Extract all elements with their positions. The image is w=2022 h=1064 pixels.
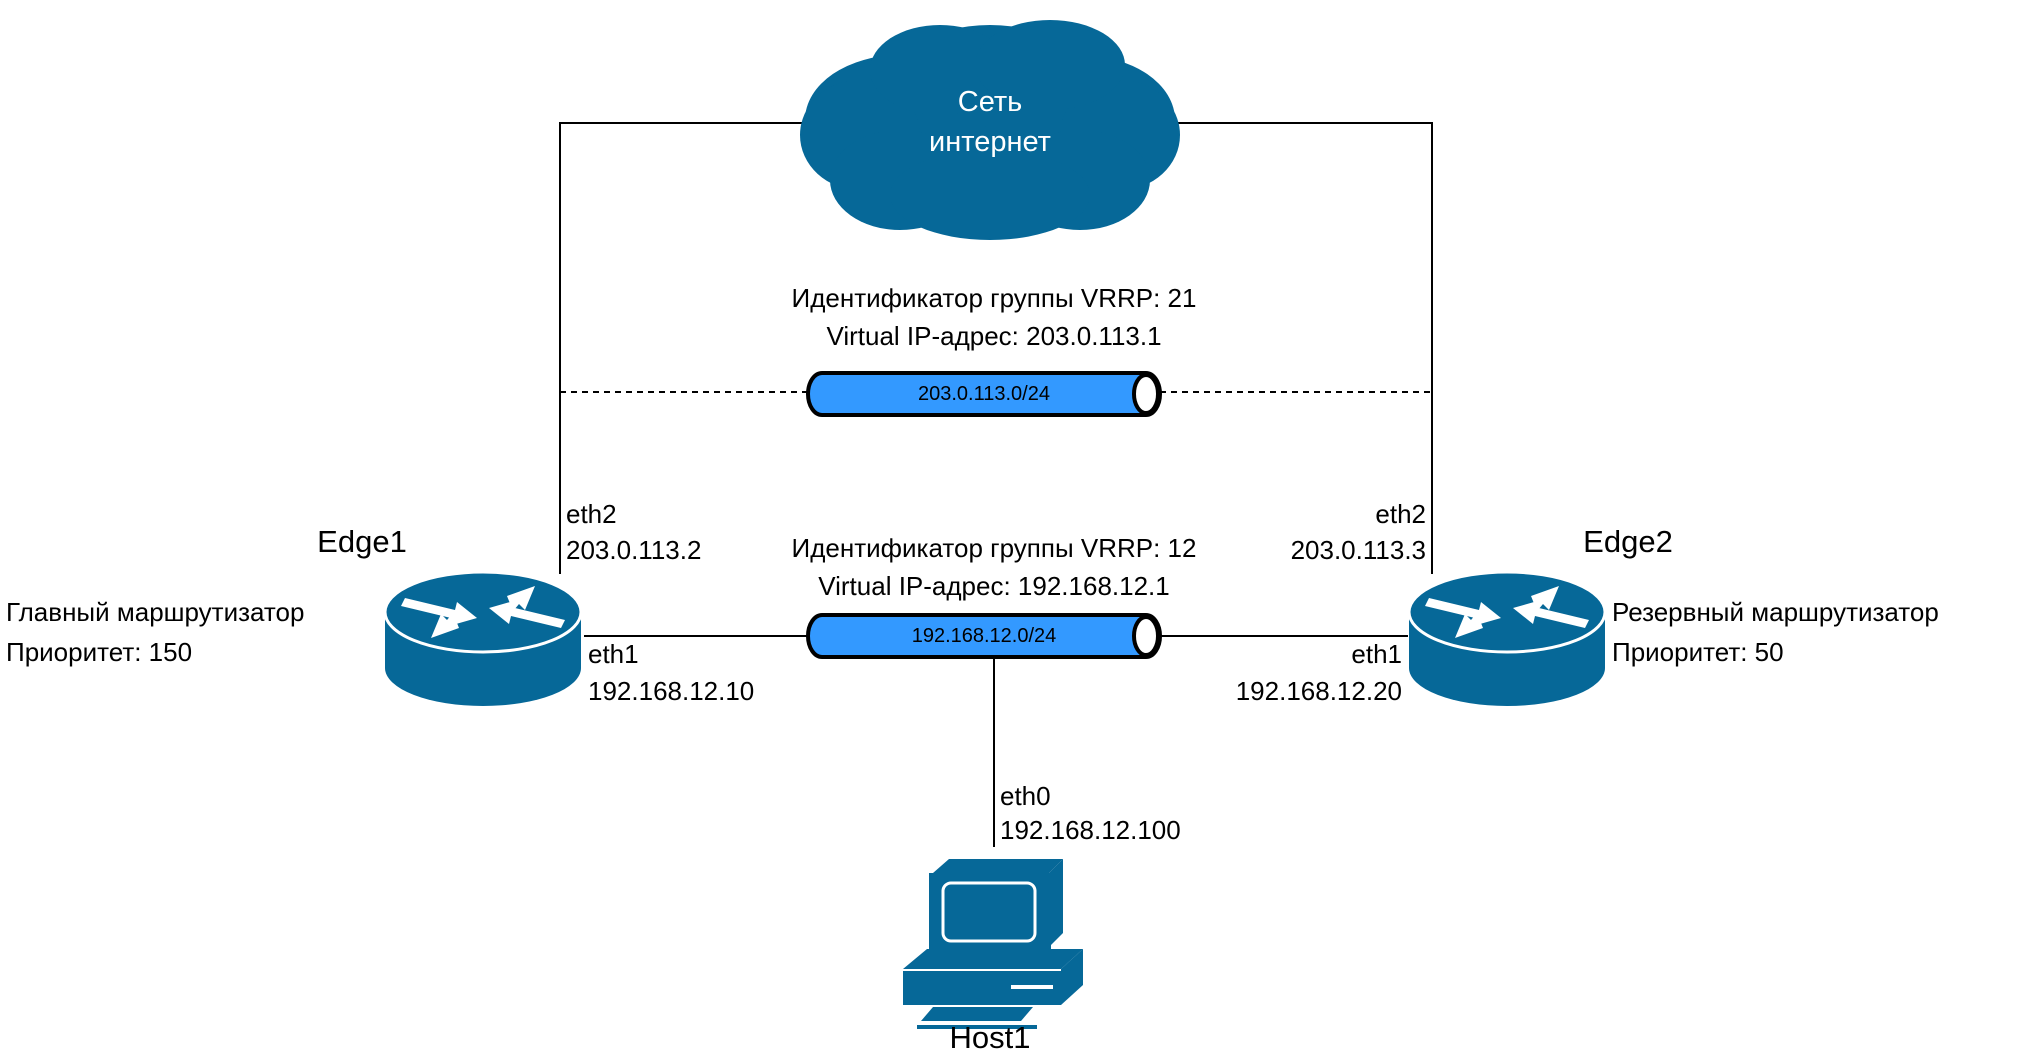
vrrp12-group-id-label: Идентификатор группы VRRP: 12 xyxy=(791,533,1197,563)
vrrp21-virtual-ip-label: Virtual IP-адрес: 203.0.113.1 xyxy=(826,321,1162,351)
router-edge1-role: Главный маршрутизатор xyxy=(6,597,305,627)
link-edge1-internet xyxy=(559,122,804,574)
subnet-pipe-vrrp12 xyxy=(806,613,1162,659)
host-eth0-name: eth0 xyxy=(1000,781,1051,811)
router-edge2-eth1-name: eth1 xyxy=(1351,639,1402,669)
vrrp21-group-id-label: Идентификатор группы VRRP: 21 xyxy=(791,283,1197,313)
workstation-icon xyxy=(903,859,1083,1029)
router-edge1-eth2-name: eth2 xyxy=(566,499,617,529)
router-edge1-name: Edge1 xyxy=(317,524,407,559)
router-edge1-eth2-ip: 203.0.113.2 xyxy=(566,535,702,565)
cloud-label-line1: Сеть xyxy=(957,86,1023,118)
router-edge1-eth1-name: eth1 xyxy=(588,639,639,669)
subnet-label-vrrp12: 192.168.12.0/24 xyxy=(911,625,1057,647)
router-icon xyxy=(383,570,583,706)
host-eth0-ip: 192.168.12.100 xyxy=(1000,815,1181,845)
subnet-label-vrrp21: 203.0.113.0/24 xyxy=(918,383,1050,405)
router-icon xyxy=(1407,570,1607,706)
cloud-icon xyxy=(800,20,1180,240)
links xyxy=(559,122,1433,847)
cloud-label-line2: интернет xyxy=(929,126,1051,158)
cloud-label: Сеть интернет xyxy=(890,82,1090,162)
router-edge2-eth1-ip: 192.168.12.20 xyxy=(1235,676,1402,706)
router-edge2-name: Edge2 xyxy=(1583,524,1673,559)
router-edge2-priority: Приоритет: 50 xyxy=(1612,637,1784,667)
router-edge1-eth1-ip: 192.168.12.10 xyxy=(588,676,755,706)
link-edge2-internet xyxy=(1174,122,1433,574)
router-edge2-eth2-ip: 203.0.113.3 xyxy=(1290,535,1426,565)
router-edge2-role: Резервный маршрутизатор xyxy=(1612,597,1939,627)
router-edge1-priority: Приоритет: 150 xyxy=(6,637,193,667)
host-name: Host1 xyxy=(949,1020,1031,1055)
subnet-pipe-vrrp21 xyxy=(806,371,1162,417)
vrrp12-virtual-ip-label: Virtual IP-адрес: 192.168.12.1 xyxy=(818,571,1170,601)
router-edge2-eth2-name: eth2 xyxy=(1375,499,1426,529)
